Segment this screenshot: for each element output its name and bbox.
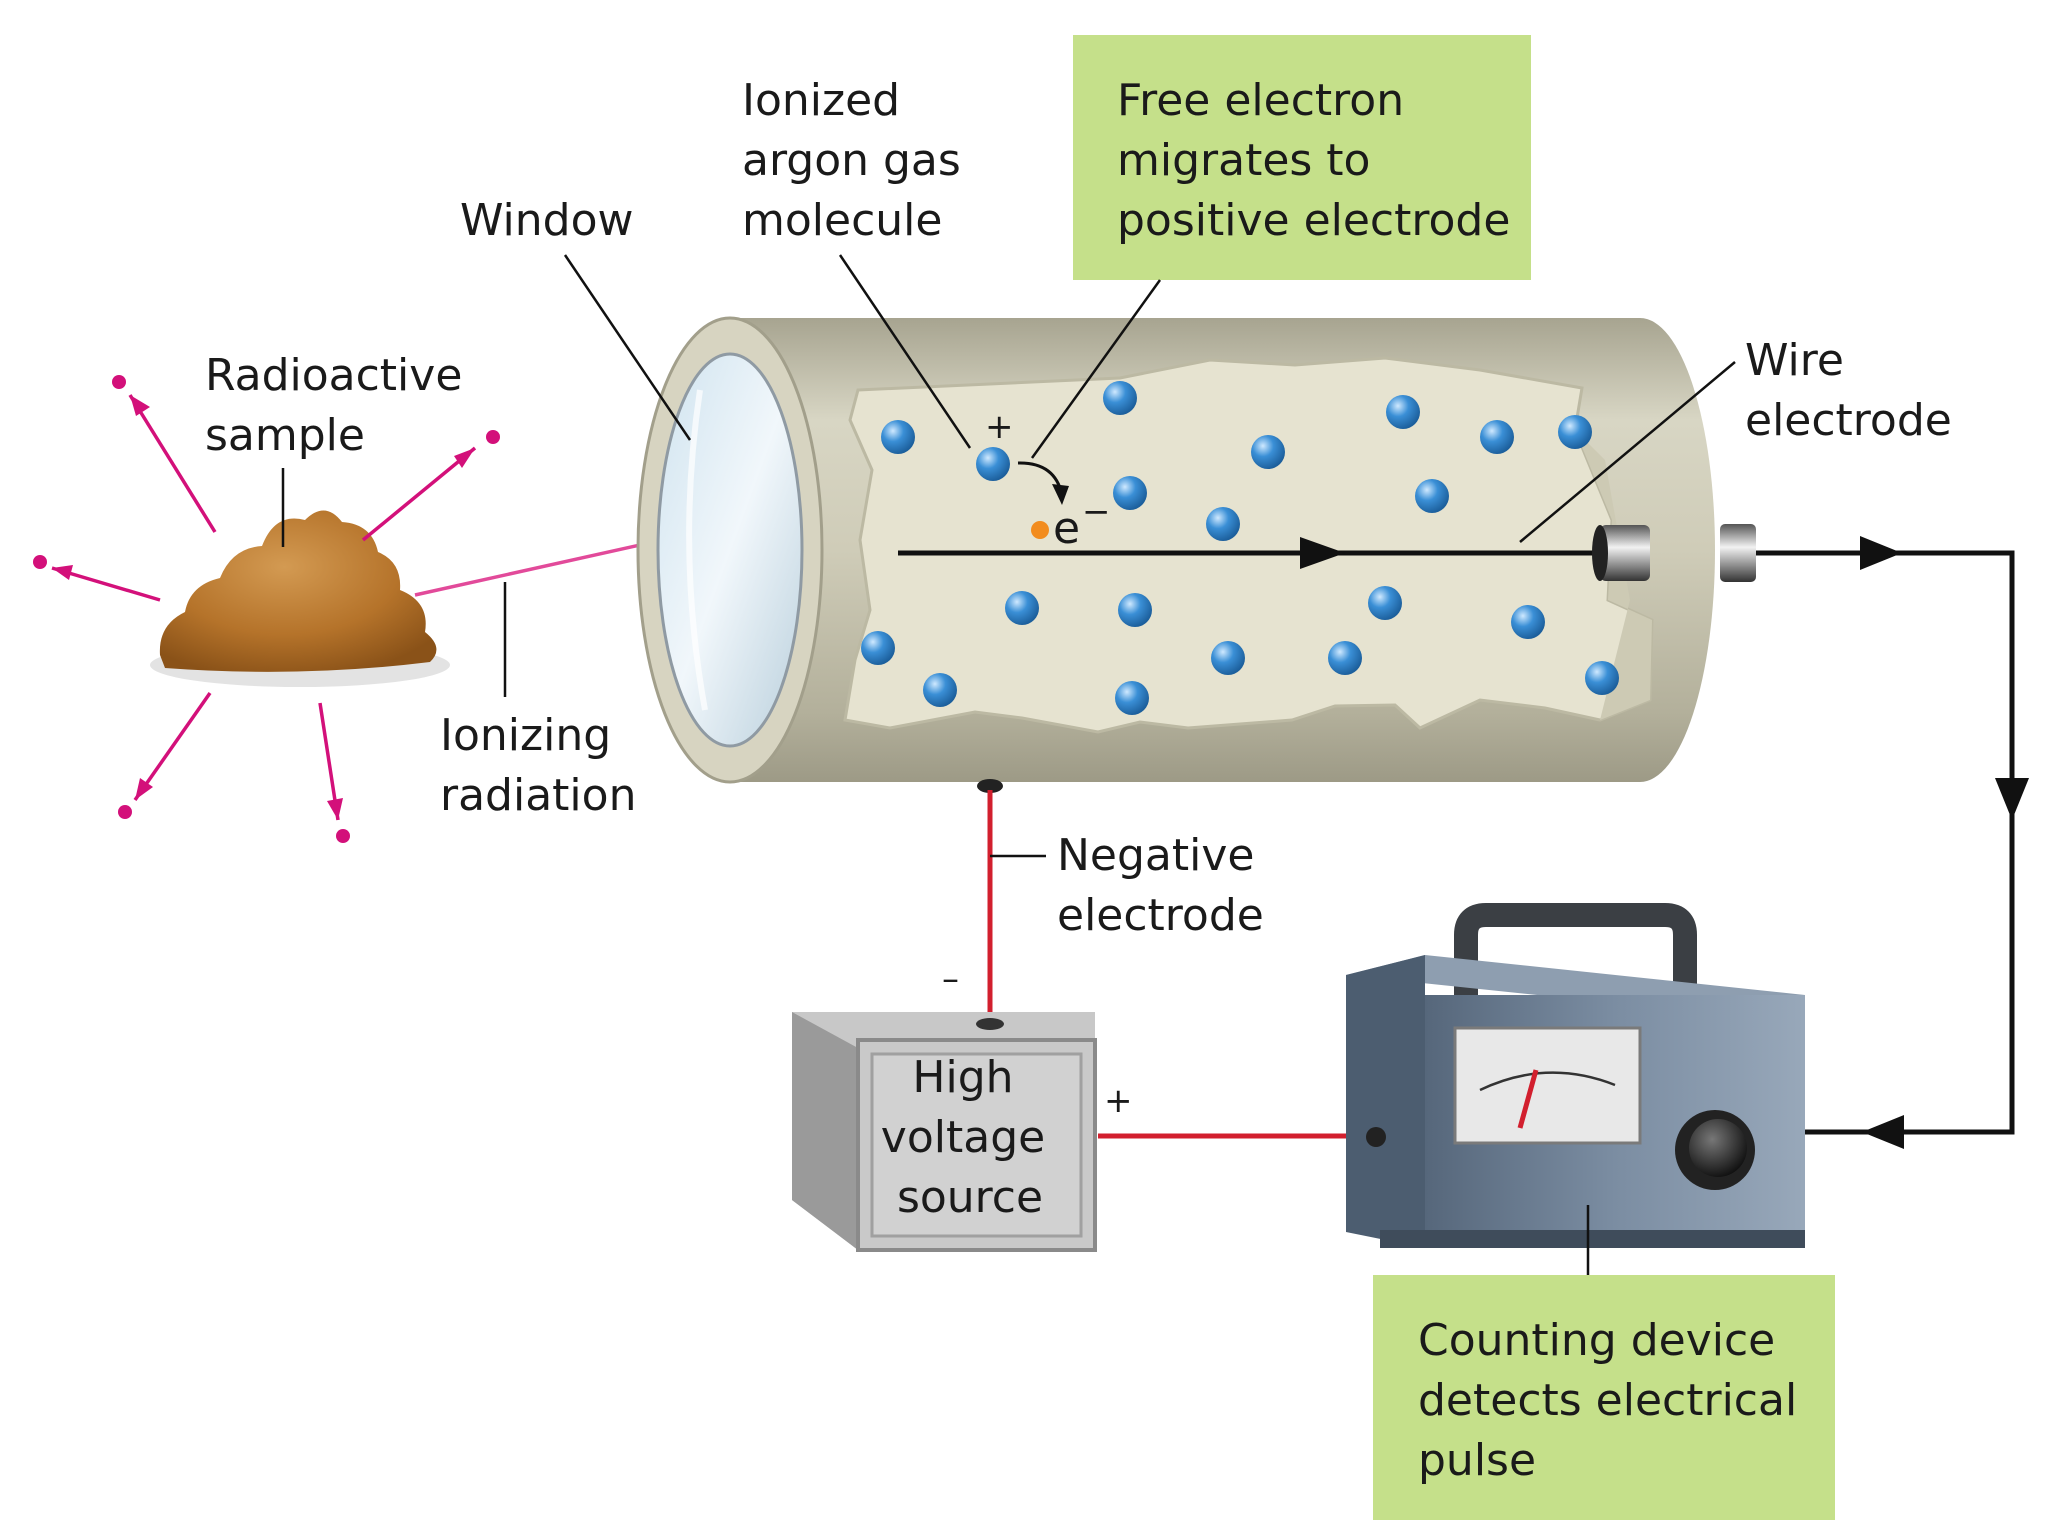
negative-electrode-label: Negative electrode <box>1057 830 1268 941</box>
electron-symbol: e <box>1053 503 1080 554</box>
ion-charge: + <box>985 407 1014 447</box>
cutaway-interior <box>843 356 1654 734</box>
minus-terminal: – <box>942 959 959 999</box>
argon-molecules <box>861 381 1619 715</box>
free-electron-label: Free electron migrates to positive elect… <box>1117 75 1510 246</box>
wire-electrode-label: Wire electrode <box>1745 335 1952 446</box>
inner-connector <box>1600 525 1650 581</box>
meter-needle-icon <box>1453 1026 1642 1145</box>
radioactive-label: Radioactive sample <box>205 350 476 461</box>
high-voltage-box-icon <box>792 1012 1097 1252</box>
radioactive-sample-icon <box>150 510 450 687</box>
window-label: Window <box>460 195 634 246</box>
free-electron-box <box>1073 35 1531 280</box>
plus-terminal: + <box>1104 1081 1133 1121</box>
electron-charge: − <box>1082 492 1111 532</box>
counting-device-icon <box>1346 903 1805 1248</box>
counting-device-box <box>1373 1275 1835 1520</box>
counting-device-label: Counting device detects electrical pulse <box>1418 1315 1811 1486</box>
ionizing-radiation-label: Ionizing radiation <box>440 710 636 821</box>
ionized-label: Ionized argon gas molecule <box>742 75 975 246</box>
leader-lines <box>281 254 1736 1275</box>
knob-icon <box>1675 1110 1755 1190</box>
free-electron-icon <box>1031 521 1049 539</box>
geiger-tube-icon <box>636 316 1715 784</box>
high-voltage-label: High voltage source <box>881 1052 1059 1223</box>
outer-connector <box>1720 524 1756 582</box>
current-arrow-icon <box>1300 537 1345 569</box>
